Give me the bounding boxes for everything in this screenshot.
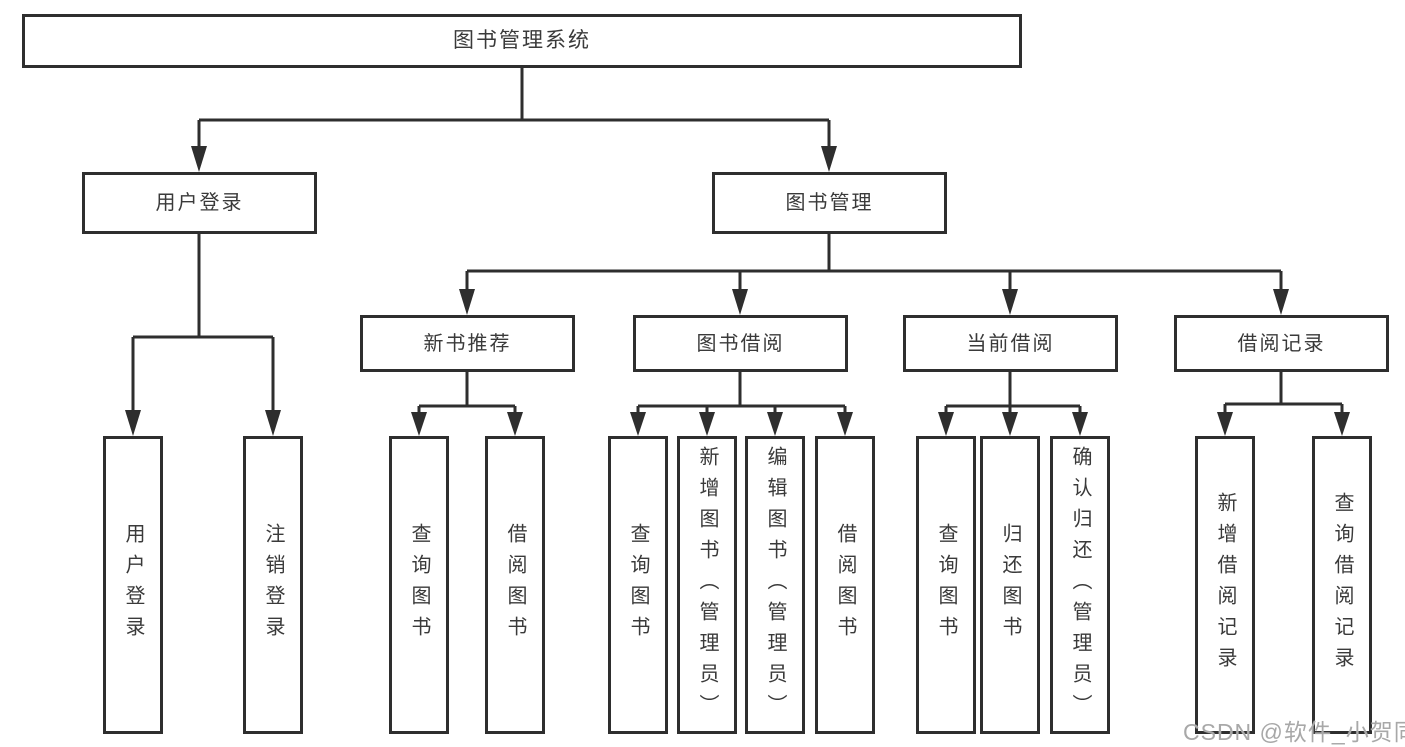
- node-library-management-system: 图书管理系统: [22, 14, 1022, 68]
- csdn-watermark: CSDN @软件_小贺同学: [1183, 719, 1405, 745]
- leaf-return-books: 归还图书: [980, 436, 1040, 734]
- node-book-management: 图书管理: [712, 172, 947, 234]
- leaf-logout: 注销登录: [243, 436, 303, 734]
- node-borrowing-records: 借阅记录: [1174, 315, 1389, 372]
- leaf-borrow-books-borrowing: 借阅图书: [815, 436, 875, 734]
- leaf-add-books-admin: 新增图书（管理员）: [677, 436, 737, 734]
- leaf-user-login: 用户登录: [103, 436, 163, 734]
- leaf-borrow-books-recommend: 借阅图书: [485, 436, 545, 734]
- leaf-query-books-current: 查询图书: [916, 436, 976, 734]
- leaf-add-borrow-record: 新增借阅记录: [1195, 436, 1255, 734]
- node-book-borrowing: 图书借阅: [633, 315, 848, 372]
- leaf-query-borrow-record: 查询借阅记录: [1312, 436, 1372, 734]
- node-user-login: 用户登录: [82, 172, 317, 234]
- leaf-query-books-borrowing: 查询图书: [608, 436, 668, 734]
- node-new-book-recommendation: 新书推荐: [360, 315, 575, 372]
- leaf-confirm-return-admin: 确认归还（管理员）: [1050, 436, 1110, 734]
- leaf-query-books-recommend: 查询图书: [389, 436, 449, 734]
- node-current-borrowing: 当前借阅: [903, 315, 1118, 372]
- leaf-edit-books-admin: 编辑图书（管理员）: [745, 436, 805, 734]
